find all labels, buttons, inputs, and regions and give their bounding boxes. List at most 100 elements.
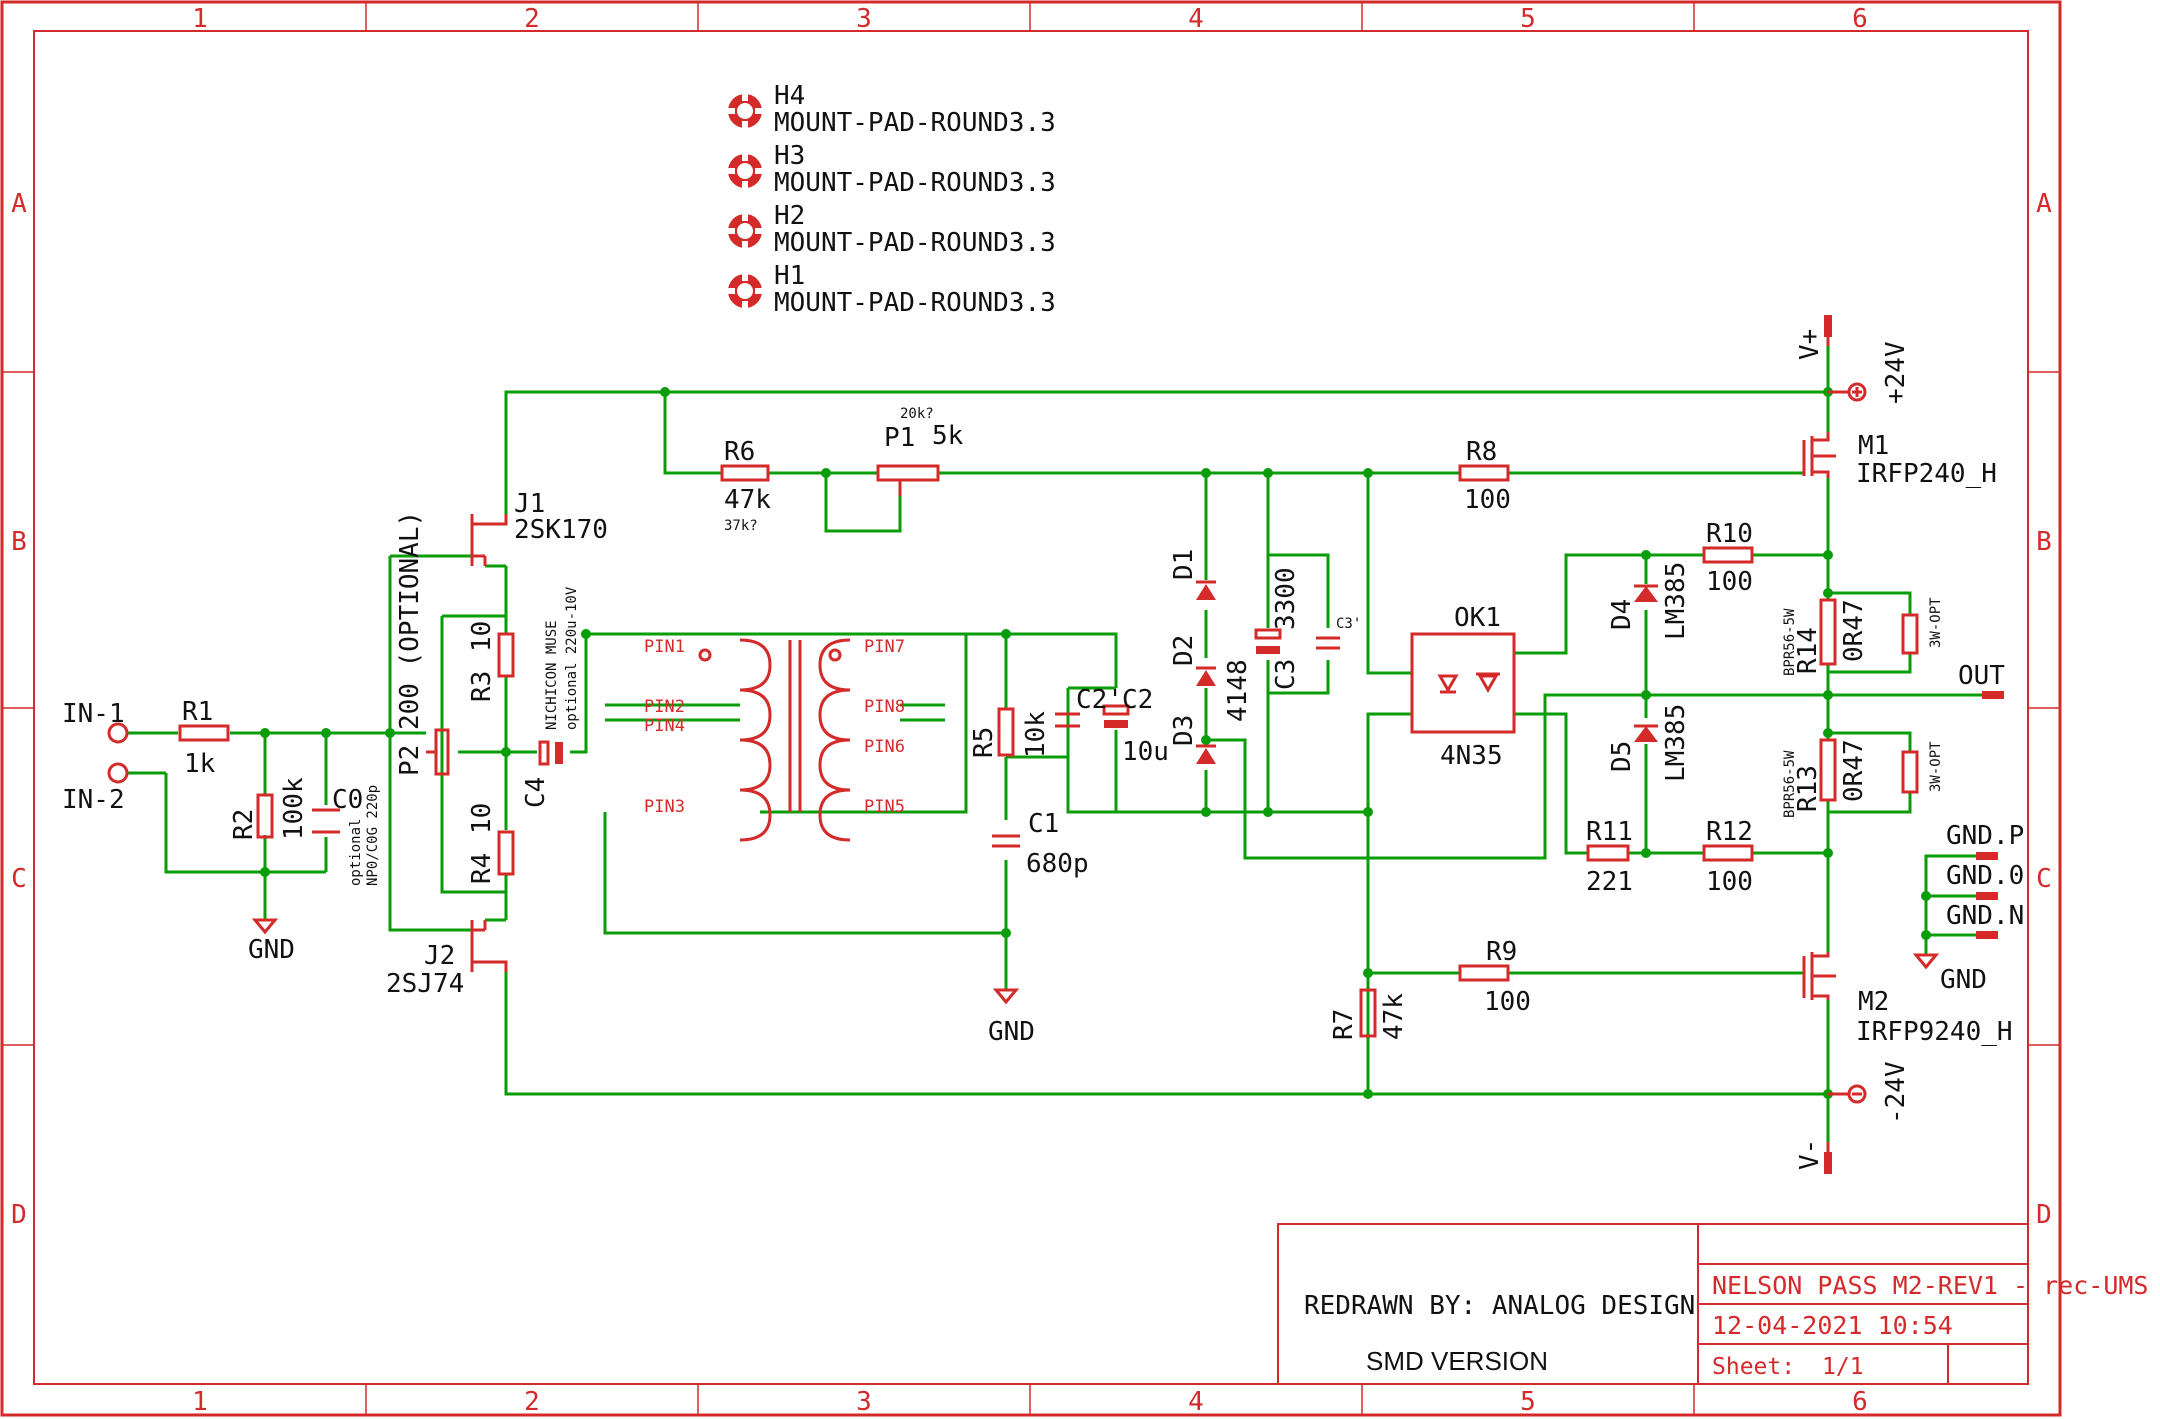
label-plus24: +24V	[1881, 341, 1911, 404]
version-label: SMD VERSION	[1366, 1346, 1548, 1376]
capacitor-c4-icon	[538, 740, 563, 766]
date-stamp: 12-04-2021 10:54	[1712, 1311, 1953, 1340]
pad-value: MOUNT-PAD-ROUND3.3	[774, 228, 1056, 258]
diode-d3-icon	[1196, 744, 1216, 764]
label-m1: M1	[1858, 431, 1889, 461]
col-label: 6	[1852, 4, 1868, 34]
input-connector-2-icon	[107, 762, 129, 784]
label-in1: IN-1	[62, 699, 125, 729]
label-d2: D2	[1169, 635, 1199, 666]
label-r6-alt: 37k?	[724, 518, 758, 534]
pad-value: MOUNT-PAD-ROUND3.3	[774, 108, 1056, 138]
label-pin8: PIN8	[864, 697, 905, 717]
mount-pad-icon	[725, 271, 765, 311]
vminus-pin-icon	[1824, 1152, 1832, 1174]
pad-name: H3	[774, 141, 805, 171]
label-r13-type: BPR56-5W	[1782, 750, 1798, 818]
label-p1-value: 5k	[932, 421, 964, 451]
label-r1-value: 1k	[184, 749, 216, 779]
sheet-label: Sheet:	[1712, 1354, 1795, 1380]
label-r7-value: 47k	[1379, 993, 1409, 1040]
pad-value: MOUNT-PAD-ROUND3.3	[774, 168, 1056, 198]
row-label: B	[11, 527, 27, 557]
resistor-r1-icon	[178, 724, 230, 742]
mount-pads: H4 MOUNT-PAD-ROUND3.3 H3 MOUNT-PAD-ROUND…	[725, 81, 1056, 318]
label-r5: R5	[969, 727, 999, 758]
label-opt-1: 3W-OPT	[1928, 597, 1944, 648]
label-c4-note2: optional 220u-10V	[564, 586, 580, 730]
input-connector-1-icon	[107, 722, 129, 744]
pad-name: H2	[774, 201, 805, 231]
transformer-icon	[698, 638, 851, 842]
label-r9-value: 100	[1484, 987, 1531, 1017]
label-pin4: PIN4	[644, 716, 685, 736]
capacitor-c1-icon	[992, 834, 1020, 848]
title-block: REDRAWN BY: ANALOG DESIGN SMD VERSION NE…	[1277, 1223, 2149, 1385]
label-minus24: -24V	[1881, 1061, 1911, 1124]
label-d3: D3	[1169, 715, 1199, 746]
label-c0-note2: NP0/C0G 220p	[365, 785, 381, 886]
label-r8-value: 100	[1464, 485, 1511, 515]
label-r6-value: 47k	[724, 485, 771, 515]
label-r10: R10	[1706, 519, 1753, 549]
label-c2: C2	[1122, 685, 1153, 715]
label-m1-value: IRFP240_H	[1856, 459, 1997, 489]
gnd-n-pin-icon	[1976, 931, 1998, 939]
resistor-r13-icon	[1819, 738, 1837, 802]
potentiometer-p2-icon	[426, 728, 450, 776]
label-r12-value: 100	[1706, 867, 1753, 897]
label-ok1: OK1	[1454, 603, 1501, 633]
label-r6: R6	[724, 437, 755, 467]
label-r3: R3	[467, 671, 497, 702]
label-r5-value: 10k	[1021, 711, 1051, 758]
jfet-j1-icon	[470, 514, 508, 566]
col-label: 1	[192, 1387, 208, 1417]
label-pin7: PIN7	[864, 637, 905, 657]
label-r10-value: 100	[1706, 567, 1753, 597]
potentiometer-p1-icon	[876, 464, 940, 496]
ground-icon	[992, 988, 1020, 1005]
label-gnd-1: GND	[248, 935, 295, 965]
label-pin1: PIN1	[644, 637, 685, 657]
label-j1: J1	[514, 489, 545, 519]
label-r2-value: 100k	[279, 777, 309, 840]
label-j2: J2	[424, 941, 455, 971]
project-title: NELSON PASS M2-REV1 - rec-UMS	[1712, 1271, 2149, 1300]
col-label: 5	[1520, 1387, 1536, 1417]
mount-pad-icon	[725, 151, 765, 191]
label-p2-value: 200 (OPTIONAL)	[395, 511, 425, 730]
sheet-number: 1/1	[1822, 1354, 1864, 1380]
row-label: A	[2036, 189, 2052, 219]
label-r11-value: 221	[1586, 867, 1633, 897]
diode-d2-icon	[1196, 666, 1216, 686]
label-c3p: C3'	[1336, 616, 1361, 632]
minus-supply-icon	[1828, 1084, 1867, 1104]
col-label: 2	[524, 4, 540, 34]
resistor-r9-icon	[1458, 964, 1510, 982]
label-p2: P2	[395, 745, 425, 776]
row-label: A	[11, 189, 27, 219]
label-r4-value: 10	[467, 803, 497, 834]
parts	[107, 315, 2004, 1174]
pad-name: H4	[774, 81, 805, 111]
label-out: OUT	[1958, 661, 2005, 691]
col-label: 6	[1852, 1387, 1868, 1417]
label-gnd-n: GND.N	[1946, 901, 2024, 931]
mount-pad-icon	[725, 91, 765, 131]
diode-d1-icon	[1196, 580, 1216, 600]
label-pin5: PIN5	[864, 797, 905, 817]
mosfet-m2-icon	[1802, 952, 1836, 1000]
wires	[128, 346, 1982, 1142]
label-r14-value: 0R47	[1839, 599, 1869, 662]
label-c1-value: 680p	[1026, 849, 1089, 879]
label-pin2: PIN2	[644, 697, 685, 717]
label-j2-value: 2SJ74	[386, 969, 464, 999]
capacitor-c3-icon	[1254, 628, 1282, 654]
label-r7: R7	[1329, 1009, 1359, 1040]
zener-d4-icon	[1634, 584, 1658, 602]
col-label: 2	[524, 1387, 540, 1417]
label-c2p: C2'	[1076, 685, 1123, 715]
resistor-r12-icon	[1702, 844, 1754, 862]
label-r2: R2	[229, 809, 259, 840]
